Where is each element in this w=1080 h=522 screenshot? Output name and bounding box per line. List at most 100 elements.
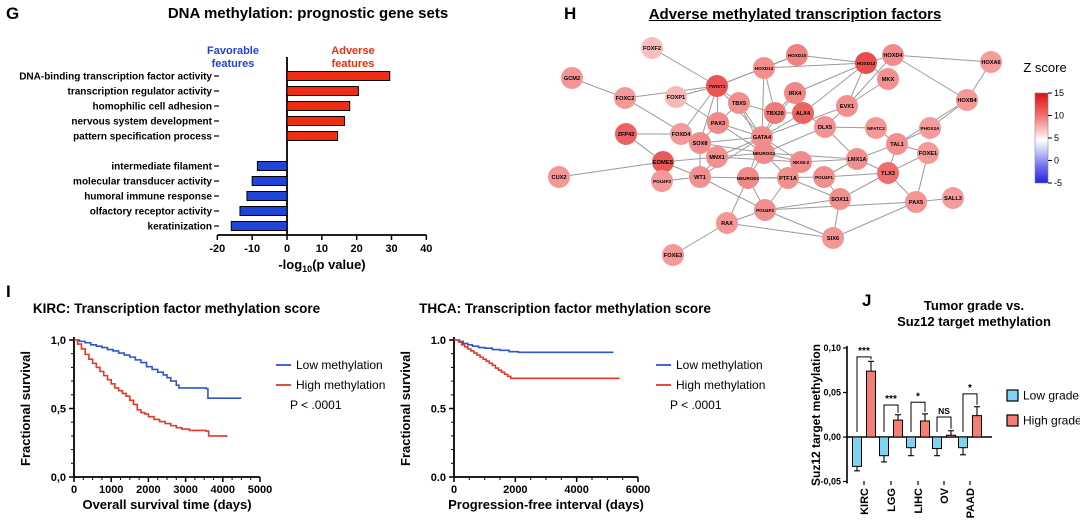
panel-j-bar-chart: 0,100,050,00-0,05***KIRC***LGG*LIHCNSOV*… <box>809 343 1080 518</box>
network-edge <box>726 222 834 239</box>
y-tick-label: 1.0 <box>431 335 446 347</box>
gene-node[interactable] <box>652 151 674 173</box>
gene-node[interactable] <box>813 166 835 188</box>
gene-node[interactable] <box>706 146 728 168</box>
sig-bracket <box>936 416 952 432</box>
gene-node[interactable] <box>689 132 711 154</box>
km-curve <box>454 339 614 354</box>
gene-node[interactable] <box>882 44 904 66</box>
gene-node[interactable] <box>777 167 799 189</box>
gene-node[interactable] <box>846 148 868 170</box>
geneset-bar <box>230 221 288 231</box>
network-edge <box>892 54 992 63</box>
gene-node[interactable] <box>886 133 908 155</box>
x-tick-label: 1000 <box>99 484 123 496</box>
gene-node[interactable] <box>877 68 899 90</box>
x-tick-label: 40 <box>420 243 432 255</box>
gene-node[interactable] <box>751 126 773 148</box>
gene-node-label: RAX <box>721 221 733 227</box>
gene-node[interactable] <box>980 51 1002 73</box>
gene-node[interactable] <box>651 170 673 192</box>
gene-node[interactable] <box>917 142 939 164</box>
cancer-type-label: LGG <box>886 488 898 512</box>
gene-node-label: PAX5 <box>909 200 923 206</box>
sig-label: NS <box>938 406 950 416</box>
gene-node-label: HOXD4 <box>883 53 903 59</box>
legend-swatch <box>1006 389 1019 402</box>
gene-node-label: GCM2 <box>564 76 580 82</box>
gene-node[interactable] <box>919 117 941 139</box>
network-edge <box>558 161 664 178</box>
gene-node-label: HOXD12 <box>857 61 876 66</box>
panel-letter-i: I <box>6 282 11 301</box>
y-tick-label: 0.0 <box>431 472 446 484</box>
grade-bar <box>852 436 862 467</box>
gene-node[interactable] <box>754 199 776 221</box>
gene-node[interactable] <box>670 123 692 145</box>
gene-node[interactable] <box>814 116 836 138</box>
colorbar-tick-label: 0 <box>1054 156 1059 166</box>
colorbar-tick-label: 15 <box>1054 88 1064 98</box>
legend-label[interactable]: High methylation <box>676 378 765 392</box>
sig-label: * <box>968 383 972 394</box>
cancer-type-label: LIHC <box>913 488 925 514</box>
gene-node[interactable] <box>706 75 728 97</box>
gene-node[interactable] <box>764 102 786 124</box>
panel-j-title-line2: Suz12 target methylation <box>897 314 1051 329</box>
gene-node-label: ZFP42 <box>618 132 635 138</box>
gene-node[interactable] <box>877 162 899 184</box>
legend-label[interactable]: High grade <box>1023 414 1080 428</box>
km-curve <box>454 339 620 380</box>
gene-node[interactable] <box>905 191 927 213</box>
network-edge <box>763 152 858 160</box>
gene-node[interactable] <box>689 166 711 188</box>
gene-node[interactable] <box>865 117 887 139</box>
x-axis-title: -log10(p value) <box>278 257 365 274</box>
geneset-label: homophilic cell adhesion <box>93 102 212 113</box>
gene-node[interactable] <box>641 37 663 59</box>
gene-node[interactable] <box>548 166 570 188</box>
gene-node[interactable] <box>829 188 851 210</box>
colorbar-tick-label: 5 <box>1054 133 1059 143</box>
network-edge <box>764 198 841 211</box>
gene-node[interactable] <box>822 227 844 249</box>
gene-node[interactable] <box>942 187 964 209</box>
gene-node[interactable] <box>716 212 738 234</box>
gene-node-label: TBX20 <box>766 111 783 117</box>
gene-node-label: LMX1A <box>848 157 867 163</box>
gene-node[interactable] <box>737 167 759 189</box>
gene-node[interactable] <box>615 123 637 145</box>
legend-label[interactable]: Low methylation <box>296 358 383 372</box>
gene-node[interactable] <box>665 86 687 108</box>
gene-node[interactable] <box>786 44 808 66</box>
gene-node[interactable] <box>561 67 583 89</box>
geneset-bar <box>246 191 288 201</box>
gene-node[interactable] <box>753 57 775 79</box>
gene-node[interactable] <box>836 95 858 117</box>
legend-label[interactable]: High methylation <box>296 378 385 392</box>
gene-node[interactable] <box>707 112 729 134</box>
gene-node-label: HOXA6 <box>981 60 1000 66</box>
gene-node[interactable] <box>753 142 775 164</box>
legend-label[interactable]: Low methylation <box>676 358 763 372</box>
gene-node-label: WT1 <box>694 175 706 181</box>
zscore-colorbar <box>1034 92 1049 184</box>
gene-node-label: FOXF2 <box>643 46 661 52</box>
legend-label[interactable]: Low grade <box>1023 389 1079 403</box>
gene-node-label: FOXP1 <box>667 95 685 101</box>
gene-node[interactable] <box>792 102 814 124</box>
gene-node-label: HOXD10 <box>788 53 807 58</box>
gene-node-label: SALL3 <box>944 196 962 202</box>
gene-node[interactable] <box>784 82 806 104</box>
geneset-label: keratinization <box>148 222 212 233</box>
x-axis-title: Progression-free interval (days) <box>448 497 644 512</box>
gene-node[interactable] <box>728 92 750 114</box>
gene-node[interactable] <box>790 151 812 173</box>
gene-node[interactable] <box>855 52 877 74</box>
geneset-label: DNA-binding transcription factor activit… <box>19 72 212 83</box>
gene-node[interactable] <box>614 87 636 109</box>
gene-node[interactable] <box>956 89 978 111</box>
gene-node[interactable] <box>662 244 684 266</box>
sig-label: * <box>916 391 920 402</box>
grade-bar <box>879 436 889 457</box>
